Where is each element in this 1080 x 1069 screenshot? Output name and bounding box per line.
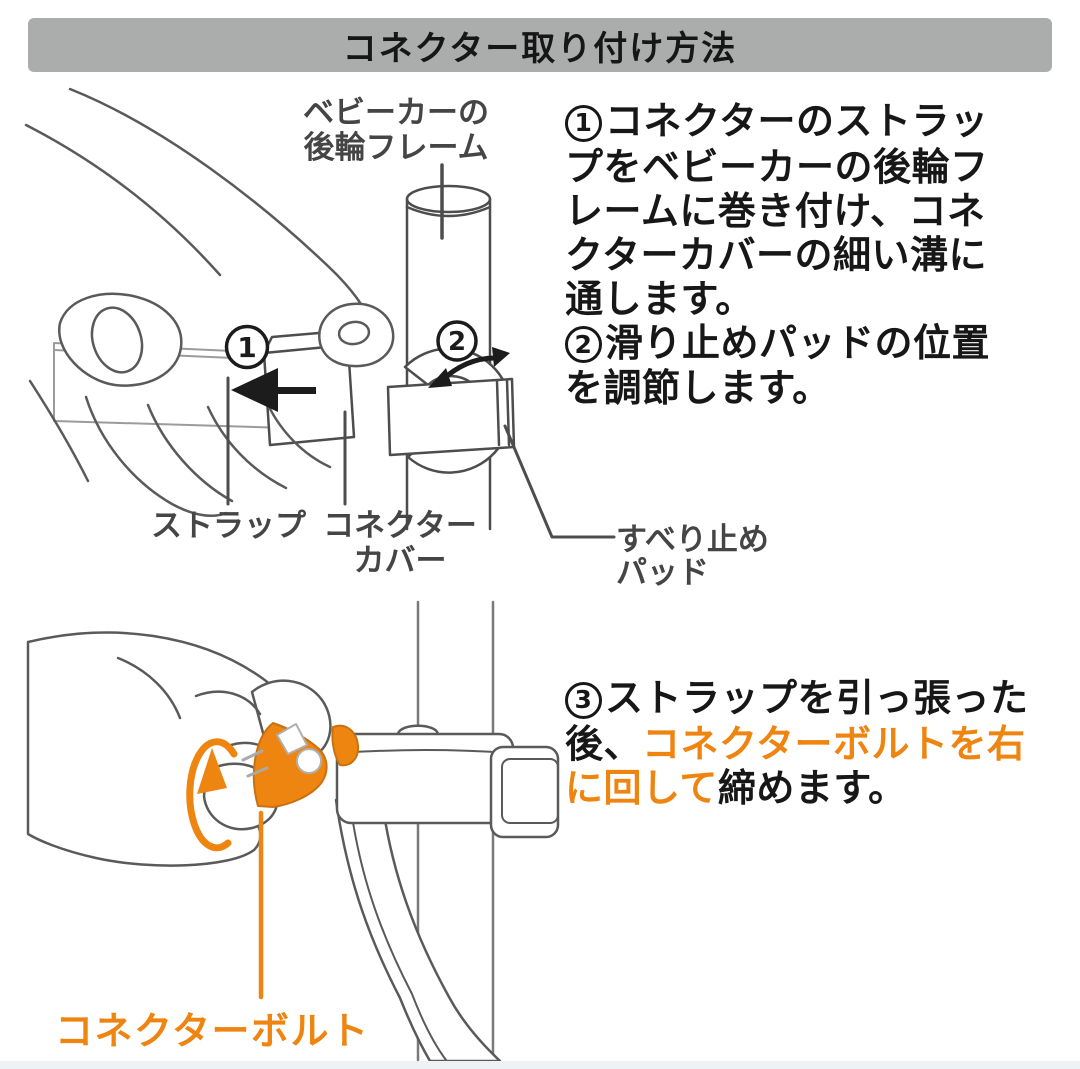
bolt-washer	[296, 748, 322, 774]
bolt-slot	[276, 723, 308, 755]
step12-line: レームに巻き付け、コネ	[565, 189, 1077, 233]
frame-label-line2: 後輪フレーム	[303, 130, 489, 166]
step-2-marker-number: 2	[448, 327, 466, 357]
step12-line: クターカバーの細い溝に	[565, 233, 1077, 277]
step-text-highlight: に回して	[565, 765, 718, 810]
strap-label: ストラップ	[151, 508, 306, 544]
step-text: プをベビーカーの後輪フ	[565, 144, 989, 189]
strap-buckle	[489, 745, 560, 839]
hand-illustration	[24, 87, 395, 517]
pad-label-line1: すべり止め	[616, 522, 769, 558]
strap-tail	[334, 798, 502, 1062]
frame-label-line1: ベビーカーの	[303, 95, 489, 131]
step-text: レームに巻き付け、コネ	[565, 188, 986, 233]
step3-line: 後、コネクターボルトを右	[565, 722, 1080, 766]
cover-label-line1: コネクター	[323, 508, 477, 544]
cover-label-line2: カバー	[353, 543, 447, 579]
step12-line: プをベビーカーの後輪フ	[565, 145, 1077, 189]
page-title: コネクター取り付け方法	[342, 28, 738, 69]
step12-line: を調節します。	[565, 366, 1077, 410]
title-bar: コネクター取り付け方法	[28, 18, 1052, 72]
step-text: 滑り止めパッドの位置	[605, 320, 991, 365]
bottom-edge-strip	[0, 1061, 1080, 1069]
connector-band	[335, 724, 515, 825]
pad-label: すべり止め パッド	[616, 524, 769, 590]
step3-line: に回して締めます。	[565, 766, 1080, 810]
diagram-top-illustration: 1 2	[24, 87, 616, 539]
frame-label: ベビーカーの 後輪フレーム	[300, 96, 492, 166]
step-text: ストラップを引っ張った	[605, 676, 1029, 720]
connector-cover	[262, 328, 356, 447]
connector-bolt	[252, 722, 360, 808]
step-text: 締めます。	[717, 765, 907, 810]
step-text-highlight: コネクターボルトを右	[642, 721, 1026, 766]
diagram-bottom-illustration	[26, 600, 560, 1062]
step-text: コネクターのストラッ	[605, 99, 989, 143]
step-2-marker: 2	[436, 320, 478, 362]
circled-number: 3	[565, 681, 602, 719]
pull-direction-arrow-icon	[231, 368, 316, 412]
step12-line: 通します。	[565, 277, 1077, 321]
step-1-marker-number: 1	[237, 331, 256, 364]
pad-label-line2: パッド	[616, 555, 709, 591]
circled-number: 1	[565, 104, 602, 142]
step-text: 後、	[565, 721, 643, 766]
step-text: を調節します。	[565, 366, 831, 410]
cover-label: コネクター カバー	[318, 509, 482, 579]
step-text: 通します。	[565, 276, 754, 321]
step-text: クターカバーの細い溝に	[565, 232, 987, 277]
rotation-arrow-icon	[186, 738, 269, 852]
bolt-label: コネクターボルト	[55, 1009, 370, 1053]
step-1-marker: 1	[224, 324, 270, 370]
circled-number: 2	[565, 326, 602, 363]
rotate-direction-arrow-icon	[428, 347, 510, 388]
anti-slip-pad-clamp	[386, 347, 516, 474]
pad-label-leader-line	[503, 424, 616, 539]
